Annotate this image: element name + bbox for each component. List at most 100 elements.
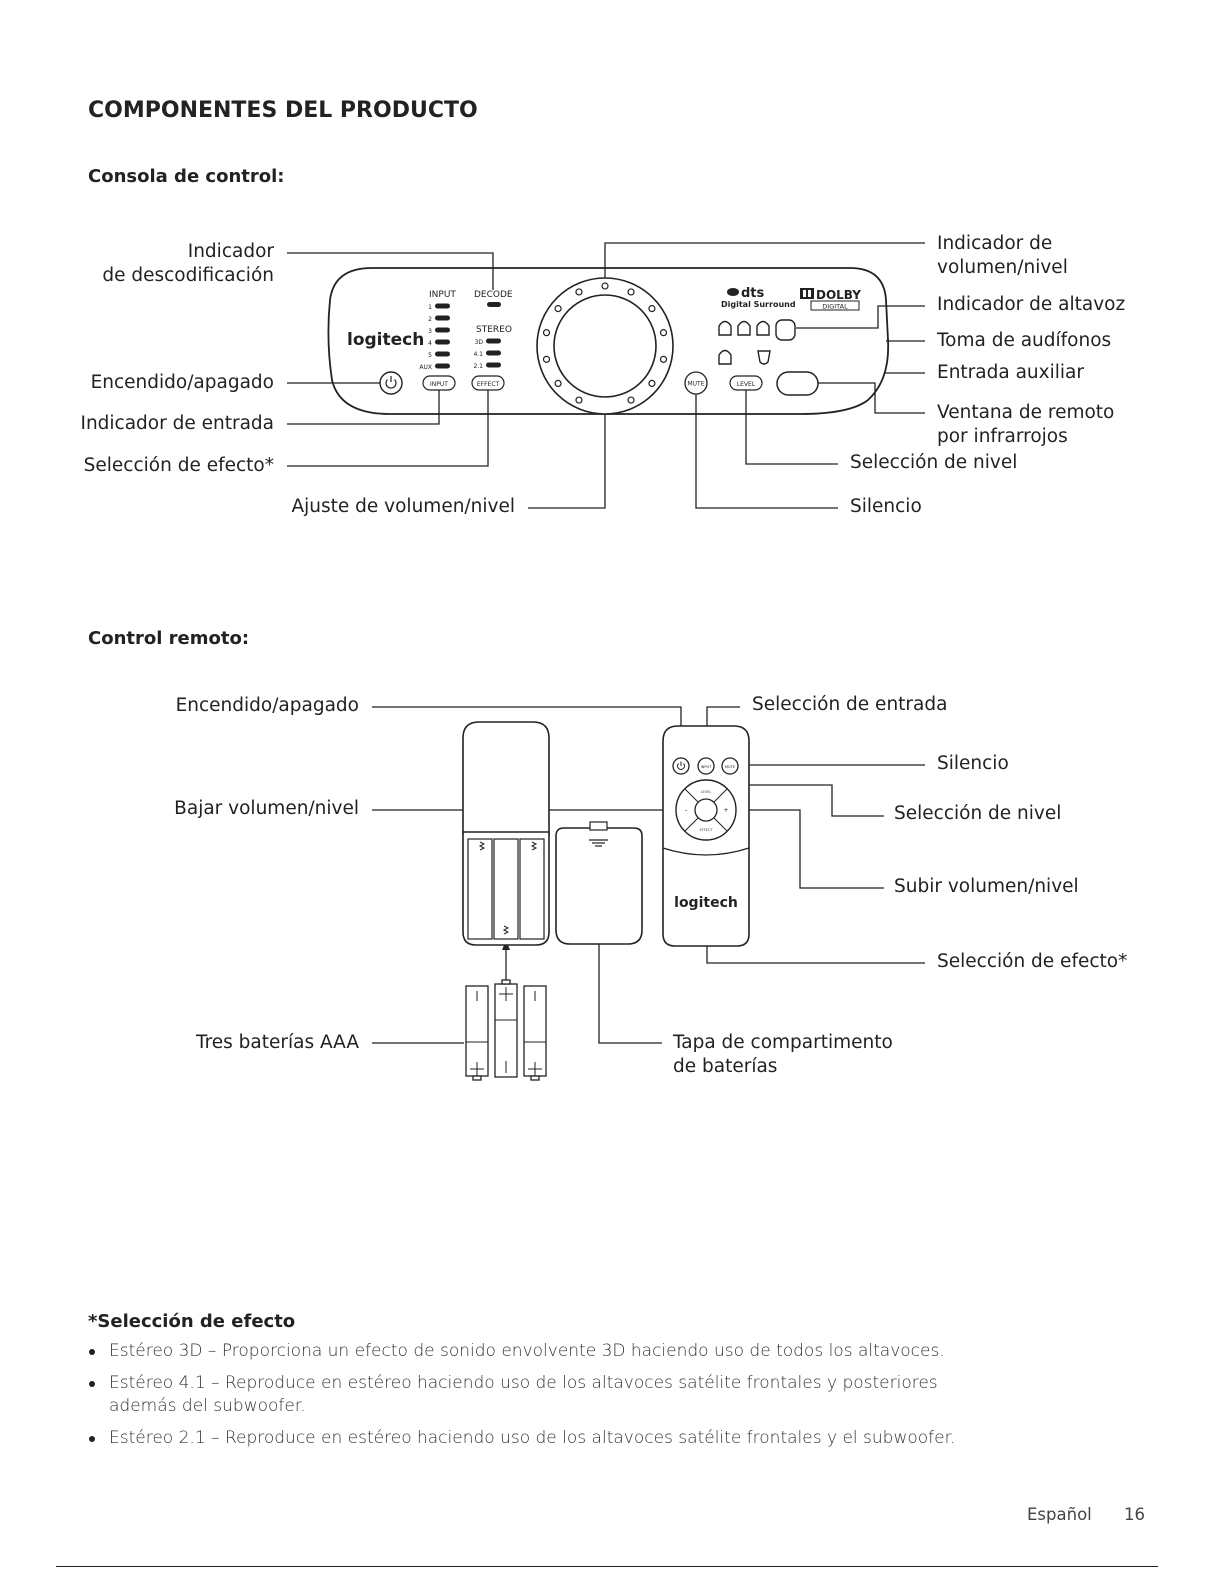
console-level-button-label: LEVEL [737, 381, 756, 388]
dts-logo: dts Digital Surround [721, 286, 796, 309]
list-item: Estéreo 2.1 – Reproduce en estéreo hacie… [86, 1427, 1016, 1450]
svg-text:MUTE: MUTE [725, 765, 735, 769]
console-level-button[interactable]: LEVEL [729, 375, 763, 391]
label-console-level: Selección de nivel [850, 452, 1018, 473]
console-input-button[interactable]: INPUT [422, 375, 456, 391]
knob-led [601, 282, 609, 290]
remote-mute-button[interactable]: MUTE [721, 757, 739, 775]
svg-text:DIGITAL: DIGITAL [822, 303, 848, 311]
knob-led [659, 355, 668, 363]
knob-led [554, 304, 562, 313]
label-remote-power: Encendido/apagado [175, 695, 359, 716]
remote-brand: logitech [674, 895, 738, 911]
svg-text:dts: dts [741, 286, 765, 301]
input-row-label: 3 [428, 328, 432, 335]
label-input-select: Selección de entrada [752, 694, 948, 715]
ring-plus: + [723, 807, 728, 814]
input-led [435, 351, 450, 357]
footer-language: Español [1027, 1505, 1092, 1524]
ring-effect-label: EFFECT [699, 828, 713, 832]
remote-power-button[interactable] [672, 757, 690, 775]
page-title: COMPONENTES DEL PRODUCTO [88, 98, 478, 123]
input-led [435, 339, 450, 345]
knob-led [627, 288, 635, 296]
stereo-row-label: 4.1 [473, 351, 483, 358]
svg-text:Digital Surround: Digital Surround [721, 300, 796, 309]
label-decode-indicator-2: de descodificación [102, 265, 274, 286]
stereo-led [486, 362, 501, 368]
notes-list: Estéreo 3D – Proporciona un efecto de so… [86, 1340, 1016, 1459]
label-remote-level: Selección de nivel [894, 803, 1062, 824]
decode-led [487, 302, 501, 307]
battery-cover [555, 821, 643, 945]
remote-input-button[interactable]: INPUT [697, 757, 715, 775]
battery-springs [478, 841, 538, 935]
label-volume-down: Bajar volumen/nivel [174, 798, 359, 819]
footer-rule [56, 1566, 1158, 1567]
label-decode-indicator-1: Indicador [187, 241, 274, 262]
remote-back [462, 721, 550, 946]
console-effect-button-label: EFFECT [477, 381, 500, 388]
label-speaker-indicator: Indicador de altavoz [937, 294, 1126, 315]
console-input-button-label: INPUT [430, 381, 448, 388]
label-remote-mute: Silencio [937, 753, 1009, 774]
knob-led [554, 379, 562, 388]
console-body [327, 267, 890, 415]
knob-led [627, 396, 635, 404]
console-brand: logitech [347, 330, 424, 350]
knob-led [648, 379, 656, 388]
stereo-row-label: 3D [475, 339, 484, 346]
remote-nav-ring[interactable]: LEVEL EFFECT – + [675, 779, 737, 841]
label-batteries: Tres baterías AAA [196, 1032, 359, 1053]
input-led [435, 327, 450, 333]
knob-led [659, 329, 668, 337]
dolby-logo: DOLBY DIGITAL [800, 288, 861, 311]
stereo-row-label: 2.1 [473, 363, 483, 370]
console-input-header: INPUT [429, 290, 456, 300]
volume-level-leds [542, 282, 668, 404]
label-aux-input: Entrada auxiliar [937, 362, 1084, 383]
list-item: Estéreo 4.1 – Reproduce en estéreo hacie… [86, 1372, 989, 1418]
remote-diagram: logitech INPUT MUTE LEVEL EFFECT – + [372, 706, 925, 1081]
label-headphone-jack: Toma de audífonos [937, 330, 1112, 351]
console-power-button[interactable] [379, 371, 403, 395]
label-battery-cover-1: Tapa de compartimento [673, 1032, 893, 1053]
console-effect-button[interactable]: EFFECT [471, 375, 505, 391]
label-volume-indicator-2: volumen/nivel [937, 257, 1068, 278]
label-console-power: Encendido/apagado [90, 372, 274, 393]
label-ir-window-2: por infrarrojos [937, 426, 1068, 447]
input-led [435, 363, 450, 369]
ring-minus: – [685, 807, 688, 814]
input-row-label: 2 [428, 316, 432, 323]
label-remote-effect: Selección de efecto* [937, 951, 1128, 972]
speaker-indicator-leds [718, 319, 796, 365]
label-console-mute: Silencio [850, 496, 922, 517]
input-row-label: 1 [428, 304, 432, 311]
label-input-indicator: Indicador de entrada [80, 413, 274, 434]
label-volume-indicator-1: Indicador de [937, 233, 1053, 254]
console-heading: Consola de control: [88, 166, 285, 187]
list-item: Estéreo 3D – Proporciona un efecto de so… [86, 1340, 1016, 1363]
knob-led [575, 288, 583, 296]
input-led [435, 315, 450, 321]
console-decode-header: DECODE [474, 290, 513, 300]
label-volume-up: Subir volumen/nivel [894, 876, 1079, 897]
stereo-led [486, 350, 501, 356]
page-number: 16 [1124, 1505, 1145, 1524]
label-volume-adjust: Ajuste de volumen/nivel [291, 496, 515, 517]
input-led [435, 303, 450, 309]
label-ir-window-1: Ventana de remoto [937, 402, 1115, 423]
input-row-label: 4 [428, 340, 432, 347]
stereo-led [486, 338, 501, 344]
console-mute-button[interactable]: MUTE [684, 371, 708, 395]
knob-led [648, 304, 656, 313]
console-mute-button-label: MUTE [687, 381, 704, 388]
label-battery-cover-2: de baterías [673, 1056, 778, 1077]
volume-knob[interactable] [536, 277, 674, 415]
knob-led [575, 396, 583, 404]
input-row-label: AUX [419, 364, 432, 371]
svg-text:INPUT: INPUT [701, 765, 712, 769]
remote-heading: Control remoto: [88, 628, 250, 649]
